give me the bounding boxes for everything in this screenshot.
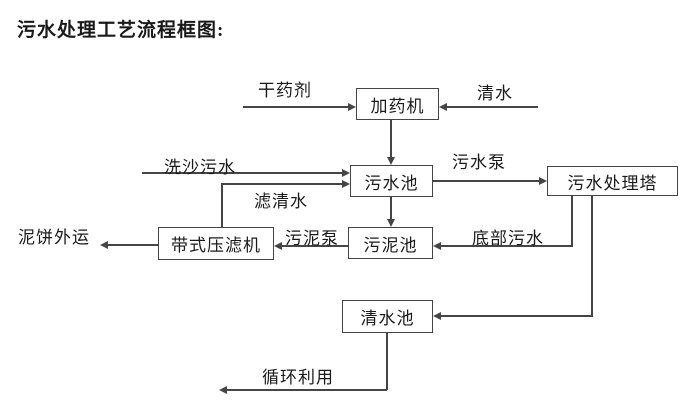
edge-label-recycling: 循环利用 <box>262 368 334 387</box>
edge-sand-washing-line <box>142 172 342 174</box>
edge-tower-to-clean-riser <box>591 196 593 316</box>
node-sludge-pool: 污泥池 <box>348 227 433 259</box>
edge-label-sludge-pump: 污泥泵 <box>285 229 339 248</box>
edge-bottom-sewage-riser <box>571 196 573 246</box>
node-dosing-machine: 加药机 <box>356 88 439 120</box>
edge-sludge-pump-line <box>281 245 348 247</box>
node-belt-filter-press: 带式压滤机 <box>158 227 274 260</box>
edge-dosing-to-sewage-line <box>390 120 392 158</box>
edge-sludge-pump-arrowhead <box>274 241 282 250</box>
edge-bottom-sewage-line <box>441 245 573 247</box>
edge-recycling-line <box>227 389 387 391</box>
edge-clean-water-line <box>447 106 538 108</box>
edge-label-dry-chemical: 干药剂 <box>258 81 312 100</box>
edge-tower-to-clean-arrowhead <box>433 311 441 320</box>
node-treatment-tower: 污水处理塔 <box>547 166 678 196</box>
edge-recycling-arrowhead <box>219 385 227 394</box>
node-clean-water-pool: 清水池 <box>342 300 433 333</box>
edge-filtered-water-riser <box>221 183 223 227</box>
edge-sewage-pump-arrowhead <box>539 176 547 185</box>
edge-sewage-to-sludge-arrowhead <box>386 219 395 227</box>
edge-label-sewage-pump: 污水泵 <box>452 153 506 172</box>
edge-mud-cake-arrowhead <box>100 240 108 249</box>
edge-label-bottom-sewage: 底部污水 <box>472 229 544 248</box>
edge-clean-water-arrowhead <box>439 102 447 111</box>
page-title: 污水处理工艺流程框图: <box>17 20 225 41</box>
edge-recycling-riser <box>386 333 388 390</box>
edge-label-sand-washing-sewage: 洗沙污水 <box>164 158 236 177</box>
edge-filtered-water-arrowhead <box>342 179 350 188</box>
edge-bottom-sewage-arrowhead <box>433 241 441 250</box>
edge-dosing-to-sewage-arrowhead <box>386 157 395 165</box>
edge-sand-washing-arrowhead <box>342 168 350 177</box>
edge-label-mud-cake-out: 泥饼外运 <box>18 228 90 247</box>
edge-sewage-pump-line <box>433 180 539 182</box>
edge-sewage-to-sludge-line <box>390 197 392 220</box>
edge-mud-cake-line <box>107 244 158 246</box>
edge-dry-chemical-arrowhead <box>348 102 356 111</box>
node-sewage-pool: 污水池 <box>350 165 433 197</box>
edge-tower-to-clean-line <box>441 315 593 317</box>
edge-label-clean-water: 清水 <box>477 84 513 103</box>
edge-filtered-water-line <box>221 183 342 185</box>
edge-label-filtered-water: 滤清水 <box>254 192 308 211</box>
edge-dry-chemical-line <box>243 106 348 108</box>
